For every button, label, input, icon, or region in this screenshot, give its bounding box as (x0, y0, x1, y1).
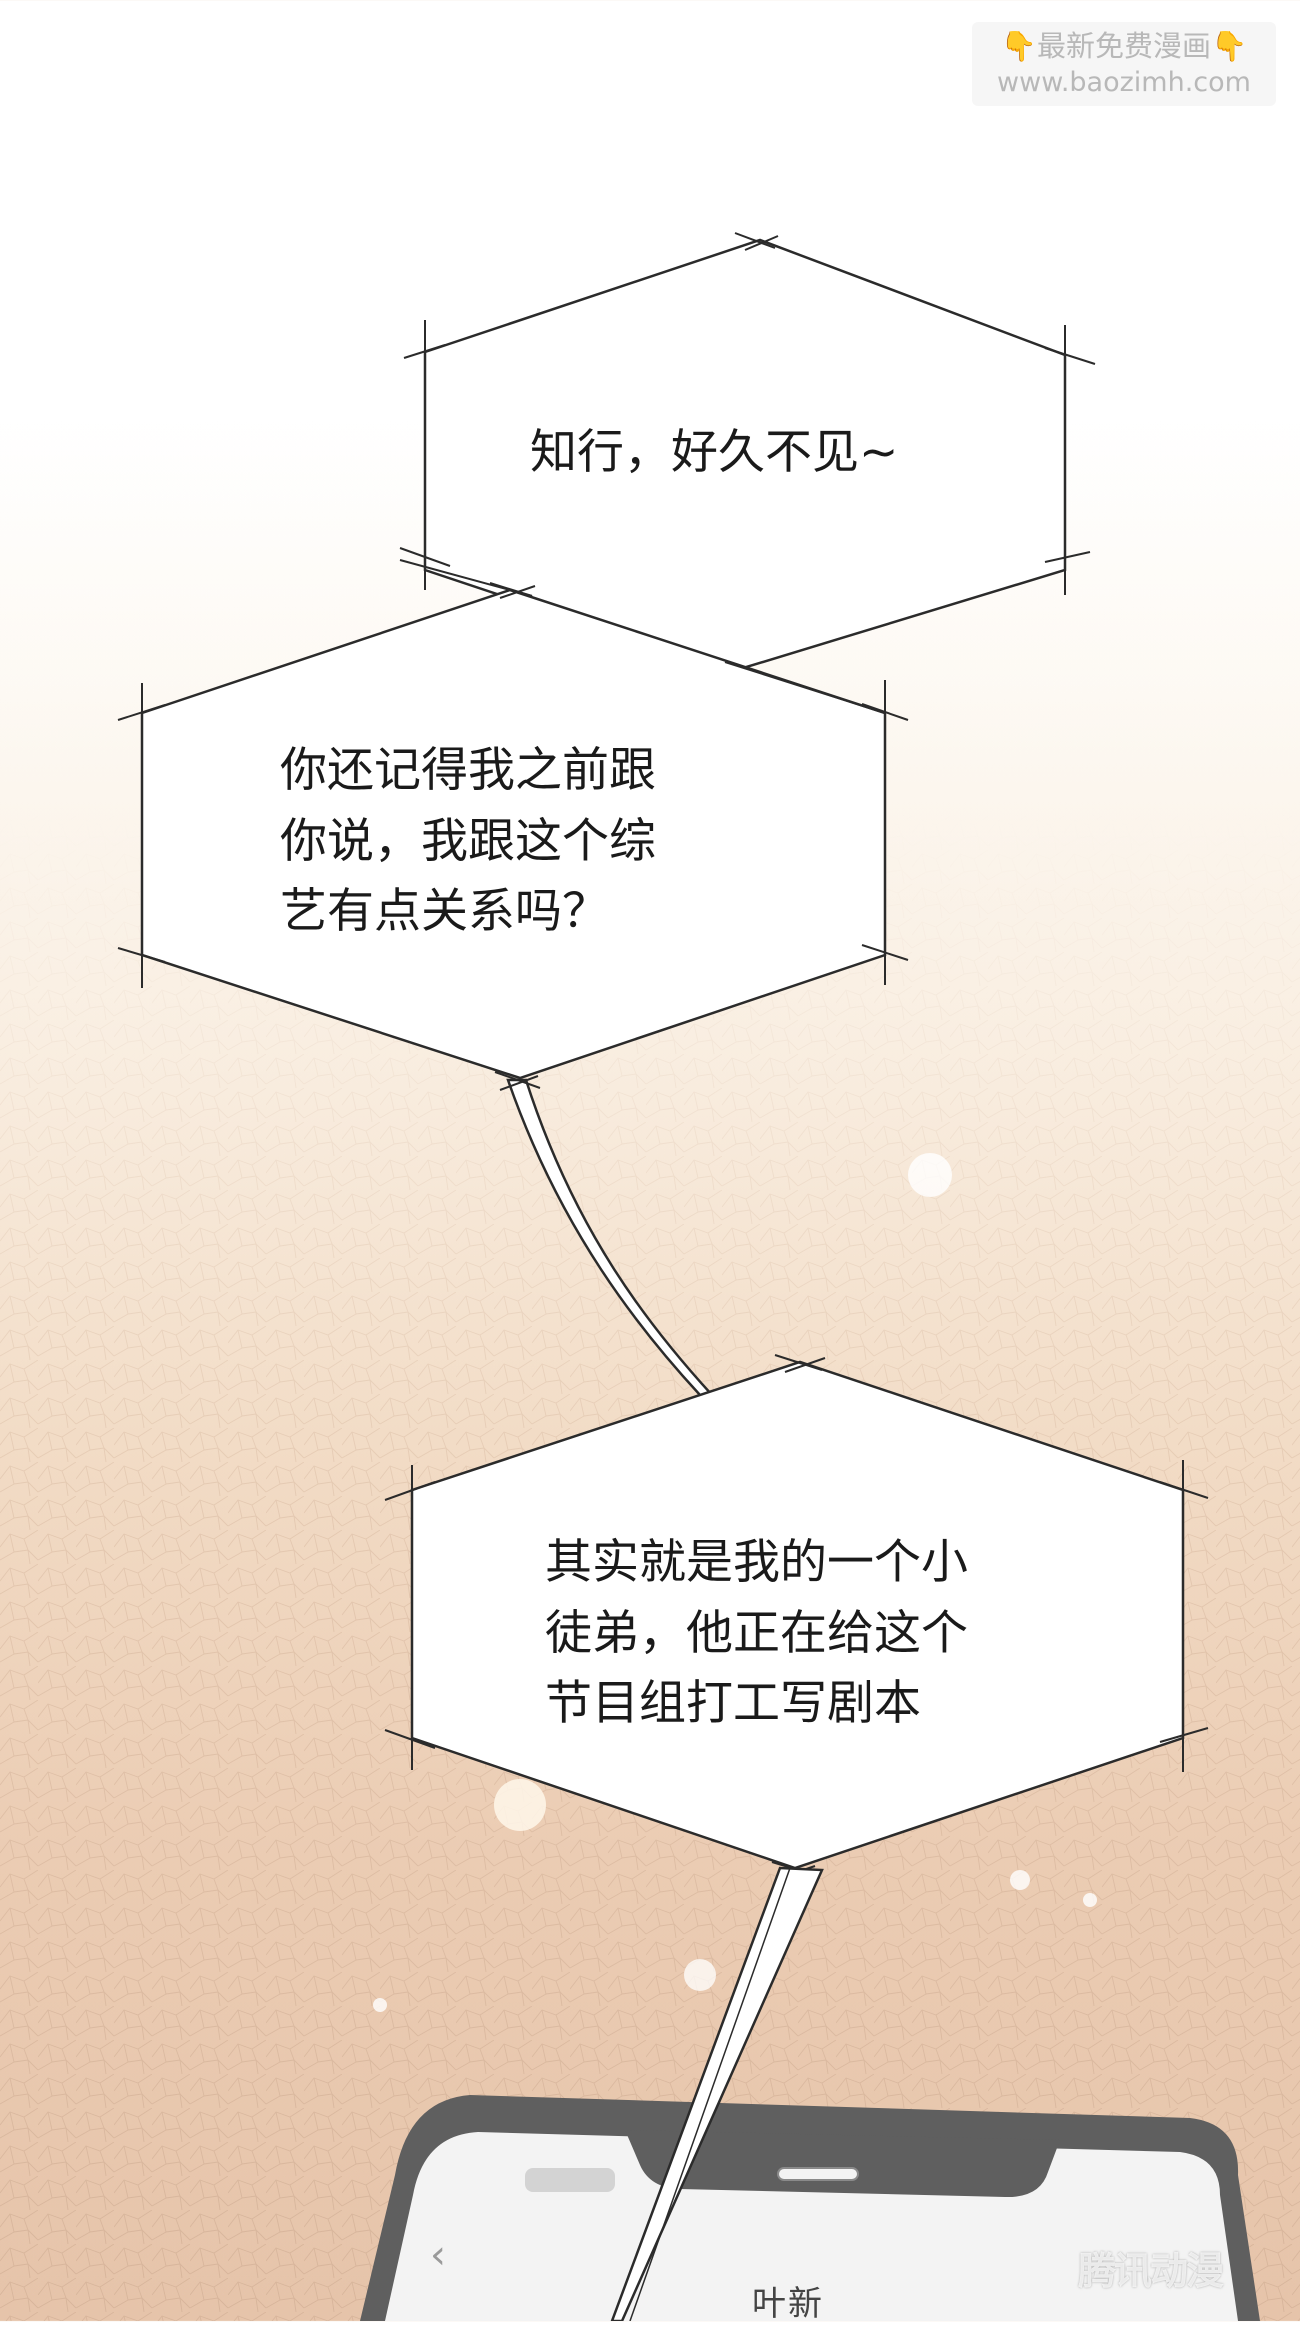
bubble-3-line: 徒弟，他正在给这个 (545, 1605, 968, 1661)
publisher-logo: 腾讯动漫 (1078, 2249, 1224, 2293)
bubble-connector (506, 1078, 715, 1397)
bubble-3-line: 其实就是我的一个小 (545, 1535, 968, 1590)
bubble-3-tail (610, 1866, 824, 2321)
site-watermark: 👇最新免费漫画👇 www.baozimh.com (972, 22, 1276, 106)
bubble-3-text: 其实就是我的一个小 徒弟，他正在给这个 节目组打工写剧本 (545, 1528, 968, 1740)
phone-contact-name: 叶新 (752, 2284, 824, 2324)
bubble-2-corner-marks (117, 582, 909, 1091)
bubble-overlap-line (724, 661, 886, 714)
bubble-1-text: 知行，好久不见~ (530, 418, 898, 489)
phone-back-chevron-icon: ‹ (430, 2232, 446, 2278)
phone-device (360, 2095, 1260, 2321)
bubble-2-line: 你还记得我之前跟 (280, 743, 656, 798)
bubble-overlap-line (399, 559, 533, 597)
watermark-line-2: www.baozimh.com (997, 67, 1251, 98)
bubble-2-line: 你说，我跟这个综 (280, 813, 656, 869)
bubble-2-text: 你还记得我之前跟 你说，我跟这个综 艺有点关系吗？ (280, 736, 656, 948)
bubble-2-line: 艺有点关系吗？ (280, 884, 609, 939)
bubble-3-line: 节目组打工写剧本 (545, 1676, 921, 1731)
watermark-line-1: 👇最新免费漫画👇 (1000, 29, 1248, 63)
bubble-1-corner-marks (399, 232, 1096, 595)
bubble-1-line: 知行，好久不见~ (530, 425, 899, 480)
